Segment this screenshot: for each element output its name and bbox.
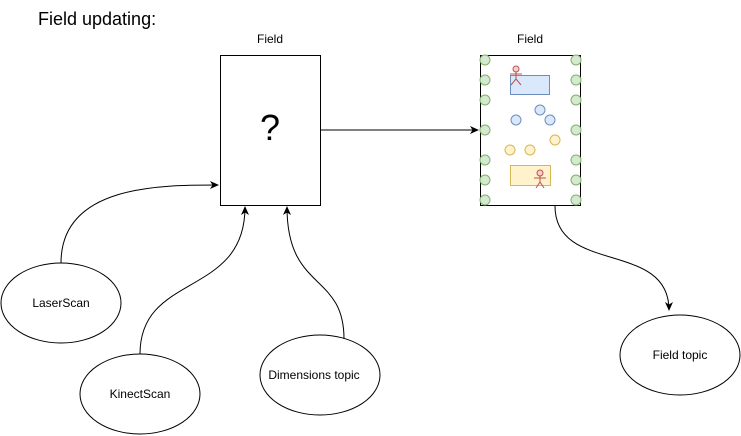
boundary-marker [570,174,582,186]
blue-marker [544,114,556,126]
edge-field-to-field-topic [554,205,673,311]
player-icon-blue [510,65,522,86]
boundary-marker [570,74,582,86]
field-box-left [220,55,321,206]
boundary-marker [570,54,582,66]
boundary-marker [570,124,582,136]
boundary-marker [479,94,491,106]
yellow-team-markers [504,134,561,156]
dimensions-topic-node [259,334,381,416]
field-topic-node [619,314,741,396]
blue-marker [510,114,522,126]
yellow-marker [524,144,536,156]
field-box-right-label: Field [517,32,543,46]
yellow-marker [549,134,561,146]
boundary-marker [570,154,582,166]
edge-kinectscan-to-field [139,206,249,355]
blue-team-markers [510,104,556,126]
boundary-marker [570,94,582,106]
edge-laserscan-to-field [60,181,219,264]
field-box-left-label: Field [257,32,283,46]
dimensions-topic-label: Dimensions topic [268,368,359,382]
boundary-marker [570,194,582,206]
boundary-markers-right [570,54,582,206]
player-icon-yellow [534,169,546,189]
unknown-field-symbol: ? [260,107,280,148]
diagram-title: Field updating: [38,9,156,29]
laserscan-label: LaserScan [32,296,89,310]
boundary-marker [479,124,491,136]
boundary-marker [479,154,491,166]
blue-marker [534,104,546,116]
kinectscan-label: KinectScan [110,387,171,401]
boundary-markers-left [479,54,491,206]
edge-dimensions-to-field [283,206,345,340]
boundary-marker [479,174,491,186]
yellow-goal-area [510,165,551,186]
boundary-marker [479,194,491,206]
boundary-marker [479,74,491,86]
boundary-marker [479,54,491,66]
yellow-marker [504,144,516,156]
field-topic-label: Field topic [653,348,708,362]
blue-goal-area [510,75,550,95]
